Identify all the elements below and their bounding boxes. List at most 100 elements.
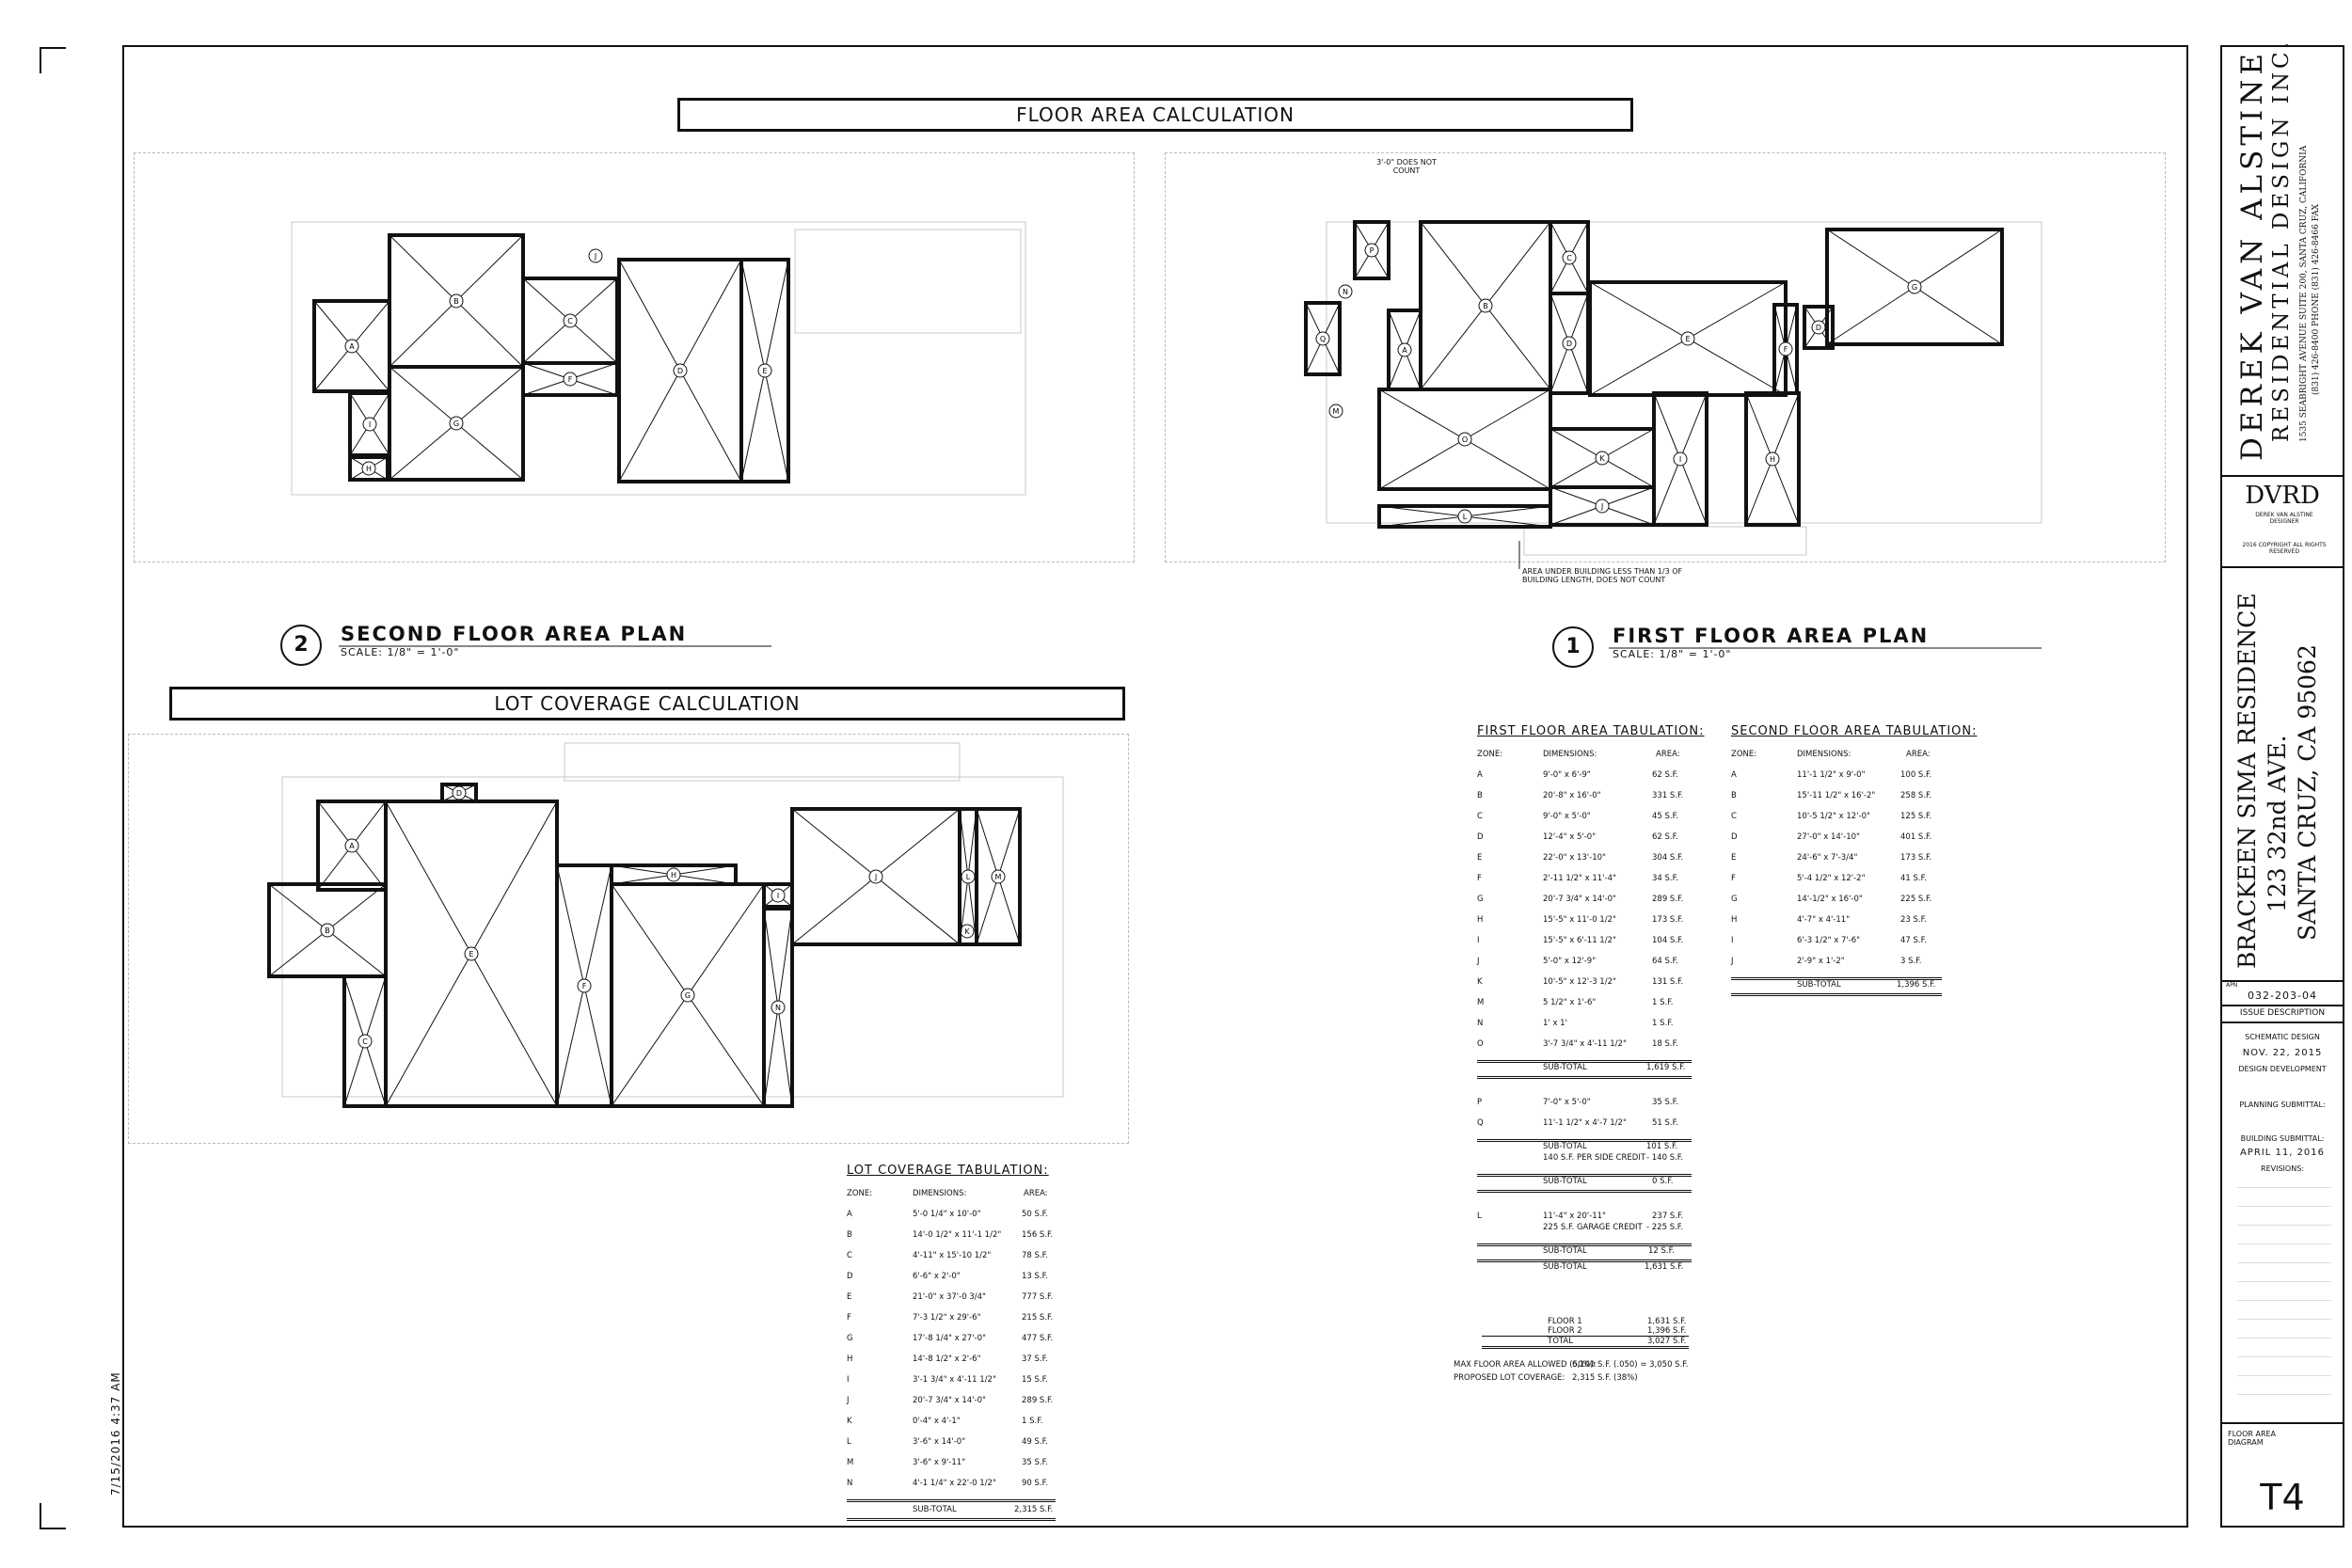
zone-n-outline: [762, 907, 794, 1108]
dimensions-cell: 5'-0" x 12'-9": [1543, 957, 1597, 966]
zone-c-label: C: [362, 1037, 368, 1046]
zone-cell: N: [847, 1479, 853, 1488]
area-cell: 477 S.F.: [1022, 1334, 1054, 1343]
revision-line: [2237, 1262, 2331, 1263]
zone-d-outline: [1803, 305, 1835, 350]
zone-a-tag: [344, 838, 359, 853]
zone-j-tag: [588, 248, 603, 263]
zone-d-tag: [1562, 336, 1577, 351]
dimensions-cell: 3'-1 3/4" x 4'-11 1/2": [913, 1375, 996, 1385]
zone-g-label: G: [685, 991, 691, 1000]
floor1-label: FLOOR 1: [1548, 1317, 1582, 1326]
zone-n-label: N: [775, 1004, 781, 1012]
zone-j-tag: [1595, 499, 1610, 514]
revision-line: [2237, 1243, 2331, 1244]
revision-line: [2237, 1225, 2331, 1226]
zone-i-label: I: [369, 420, 371, 429]
dimensions-cell: 27'-0" x 14'-10": [1797, 832, 1860, 842]
zone-j-label: J: [1600, 502, 1603, 511]
zone-b-label: B: [453, 297, 459, 306]
zone-q-label: Q: [1320, 335, 1326, 343]
zone-b-tag: [1478, 298, 1493, 313]
floor-area-banner: FLOOR AREA CALCULATION: [677, 98, 1633, 132]
zone-cell: J: [1731, 957, 1734, 966]
table-header-row: ZONE: DIMENSIONS: AREA:: [1731, 750, 1942, 770]
zone-c-tag: [358, 1034, 373, 1049]
zone-e-label: E: [1685, 335, 1690, 343]
zone-a-label: A: [349, 342, 355, 351]
lot-coverage-tabulation-title: LOT COVERAGE TABULATION:: [847, 1164, 1049, 1178]
dimensions-cell: 14'-8 1/2" x 2'-6": [913, 1354, 981, 1364]
subtotal-value: 1,396 S.F.: [1897, 980, 1936, 990]
zone-m-tag: [991, 869, 1006, 884]
subtotal-row: SUB-TOTAL 12 S.F.: [1477, 1246, 1692, 1267]
revision-line: [2237, 1394, 2331, 1395]
zone-header: ZONE:: [1731, 750, 1757, 759]
zone-g-tag: [1907, 279, 1922, 294]
zone-a-tag: [344, 339, 359, 354]
subtotal-label: SUB-TOTAL: [1543, 1246, 1587, 1256]
revisions: REVISIONS:: [2261, 1164, 2304, 1173]
zone-e-outline: [739, 258, 790, 483]
subtotal-row: SUB-TOTAL 1,619 S.F.: [1477, 1063, 1692, 1084]
zone-cell: B: [1731, 791, 1737, 800]
area-cell: 331 S.F.: [1652, 791, 1684, 800]
dimensions-cell: 11'-4" x 20'-11": [1543, 1212, 1606, 1221]
area-cell: 3 S.F.: [1900, 957, 1922, 966]
zone-h-outline: [1744, 391, 1801, 527]
does-not-count-note: 3'-0" DOES NOT COUNT: [1376, 158, 1437, 175]
design-development: DESIGN DEVELOPMENT: [2238, 1065, 2327, 1073]
subtotal-label: SUB-TOTAL: [1543, 1142, 1587, 1151]
first-floor-tabulation-title: FIRST FLOOR AREA TABULATION:: [1477, 724, 1705, 738]
subtotal-label: SUB-TOTAL: [1797, 980, 1841, 990]
dimensions-cell: 7'-0" x 5'-0": [1543, 1098, 1591, 1107]
zone-cell: F: [1477, 874, 1482, 883]
zone-g-outline: [1825, 228, 2004, 346]
zone-cell: A: [847, 1210, 852, 1219]
lot-coverage-tabulation: LOT COVERAGE TABULATION: ZONE: DIMENSION…: [847, 1164, 1056, 1521]
area-cell: 41 S.F.: [1900, 874, 1927, 883]
zone-m-outline: [975, 807, 1022, 946]
area-cell: 35 S.F.: [1652, 1098, 1678, 1107]
area-header: AREA:: [1656, 750, 1680, 759]
dimensions-cell: 0'-4" x 4'-1": [913, 1417, 961, 1426]
zone-cell: A: [1477, 770, 1483, 780]
area-cell: 131 S.F.: [1652, 977, 1684, 987]
zone-i-label: I: [777, 892, 779, 900]
dimensions-cell: 6'-6" x 2'-0": [913, 1272, 961, 1281]
zone-b-tag: [320, 923, 335, 938]
zone-cell: E: [1731, 853, 1737, 863]
zone-d-label: D: [456, 789, 462, 798]
subtotal-rule-bottom: [1731, 993, 1942, 996]
area-cell: 35 S.F.: [1022, 1458, 1048, 1467]
dimensions-header: DIMENSIONS:: [913, 1189, 967, 1198]
zone-cell: E: [1477, 853, 1483, 863]
zone-cell: C: [847, 1251, 852, 1260]
zone-cell: M: [1477, 998, 1485, 1007]
first-plan-number-bubble: 1: [1552, 626, 1594, 668]
subtotal-rule-bottom: [1477, 1076, 1692, 1079]
floor2-value: 1,396 S.F.: [1647, 1326, 1687, 1336]
area-cell: 47 S.F.: [1900, 936, 1927, 945]
zone-cell: D: [847, 1272, 853, 1281]
subtotal-label: SUB-TOTAL: [1543, 1262, 1587, 1272]
garage-credit-label: 225 S.F. GARAGE CREDIT: [1543, 1223, 1643, 1232]
zone-cell: M: [847, 1458, 854, 1467]
area-cell: 237 S.F.: [1652, 1212, 1684, 1221]
zone-j-label: J: [594, 252, 596, 261]
